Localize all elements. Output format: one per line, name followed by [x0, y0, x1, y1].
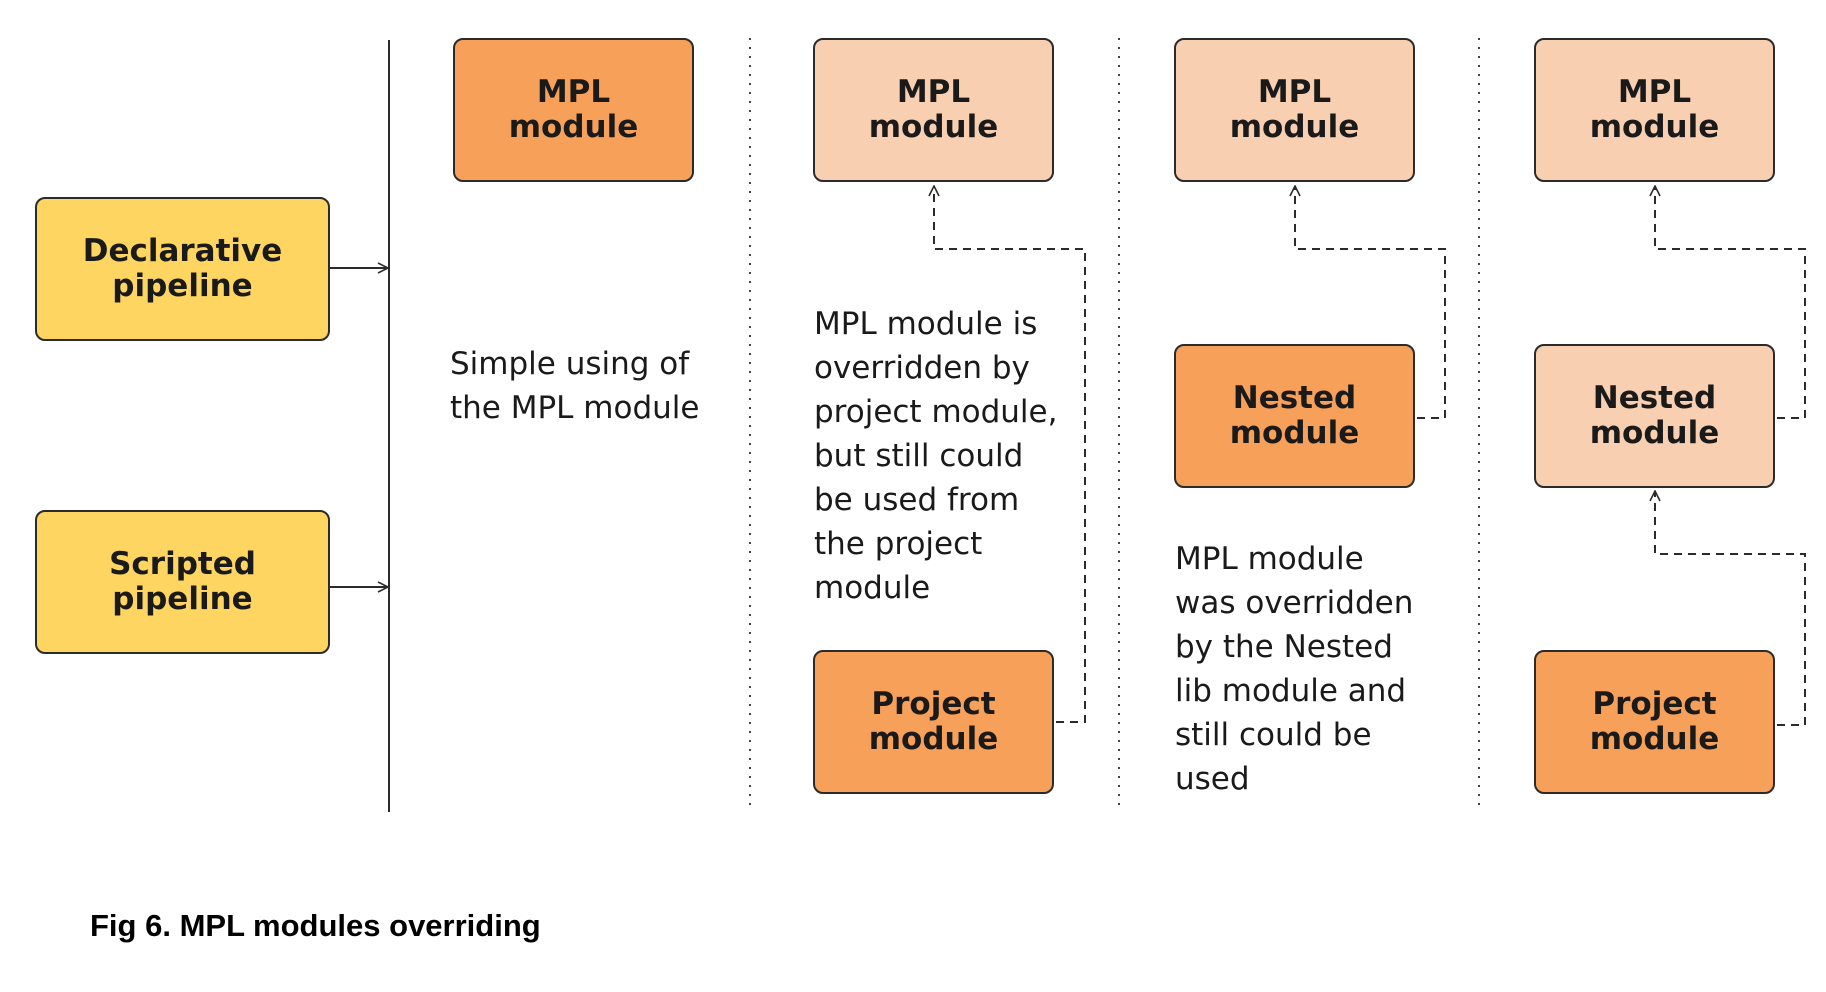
box-label-line: Declarative	[82, 232, 283, 269]
box-label-line: Nested	[1232, 379, 1357, 416]
project-module-box: Project module	[813, 650, 1054, 794]
nested-module-box: Nested module	[1534, 344, 1775, 488]
box-label-line: module	[1229, 109, 1360, 145]
nested-module-box: Nested module	[1174, 344, 1415, 488]
note-line: MPL module is	[814, 306, 1038, 342]
box-label-line: Project	[1592, 685, 1717, 722]
note-line: the project	[814, 526, 983, 562]
mpl-module-box: MPL module	[1534, 38, 1775, 182]
box-label-line: Nested	[1592, 379, 1717, 416]
mpl-module-box: MPL module	[813, 38, 1054, 182]
figure-caption: Fig 6. MPL modules overriding	[90, 908, 541, 943]
box-label-line: module	[1589, 415, 1720, 451]
box-label-line: Project	[871, 685, 996, 722]
box-label-line: module	[1589, 721, 1720, 757]
note-line: overridden by	[814, 350, 1030, 386]
note-line: be used from	[814, 482, 1020, 518]
override-dashed-arrow	[1655, 491, 1806, 726]
box-label-line: MPL	[1257, 73, 1332, 110]
note-line: MPL module	[1175, 541, 1364, 577]
box-label-line: Scripted	[109, 545, 256, 582]
declarative-pipeline-box: Declarative pipeline	[35, 197, 330, 341]
mpl-module-box: MPL module	[1174, 38, 1415, 182]
note-line: still could be	[1175, 717, 1372, 753]
column-note: Simple using of the MPL module	[450, 342, 699, 430]
box-label-line: module	[1589, 109, 1720, 145]
scripted-pipeline-box: Scripted pipeline	[35, 510, 330, 654]
project-module-box: Project module	[1534, 650, 1775, 794]
box-label-line: module	[1229, 415, 1360, 451]
mpl-module-box: MPL module	[453, 38, 694, 182]
note-line: module	[814, 570, 931, 606]
box-label-line: module	[508, 109, 639, 145]
note-line: Simple using of	[450, 346, 690, 382]
column-note: MPL module was overridden by the Nested …	[1175, 537, 1413, 801]
note-line: lib module and	[1175, 673, 1407, 709]
box-label-line: MPL	[896, 73, 971, 110]
note-line: the MPL module	[450, 390, 700, 426]
note-line: by the Nested	[1175, 629, 1393, 665]
override-dashed-arrow	[1655, 186, 1806, 419]
box-label-line: MPL	[536, 73, 611, 110]
box-label-line: pipeline	[112, 581, 253, 617]
column-note: MPL module is overridden by project modu…	[814, 302, 1057, 610]
note-line: used	[1175, 761, 1250, 797]
box-label-line: module	[868, 721, 999, 757]
note-line: but still could	[814, 438, 1024, 474]
override-dashed-arrow	[934, 186, 1086, 723]
override-dashed-arrow	[1295, 186, 1446, 419]
box-label-line: MPL	[1617, 73, 1692, 110]
box-label-line: pipeline	[112, 268, 253, 304]
box-label-line: module	[868, 109, 999, 145]
note-line: was overridden	[1175, 585, 1414, 621]
note-line: project module,	[814, 394, 1058, 430]
